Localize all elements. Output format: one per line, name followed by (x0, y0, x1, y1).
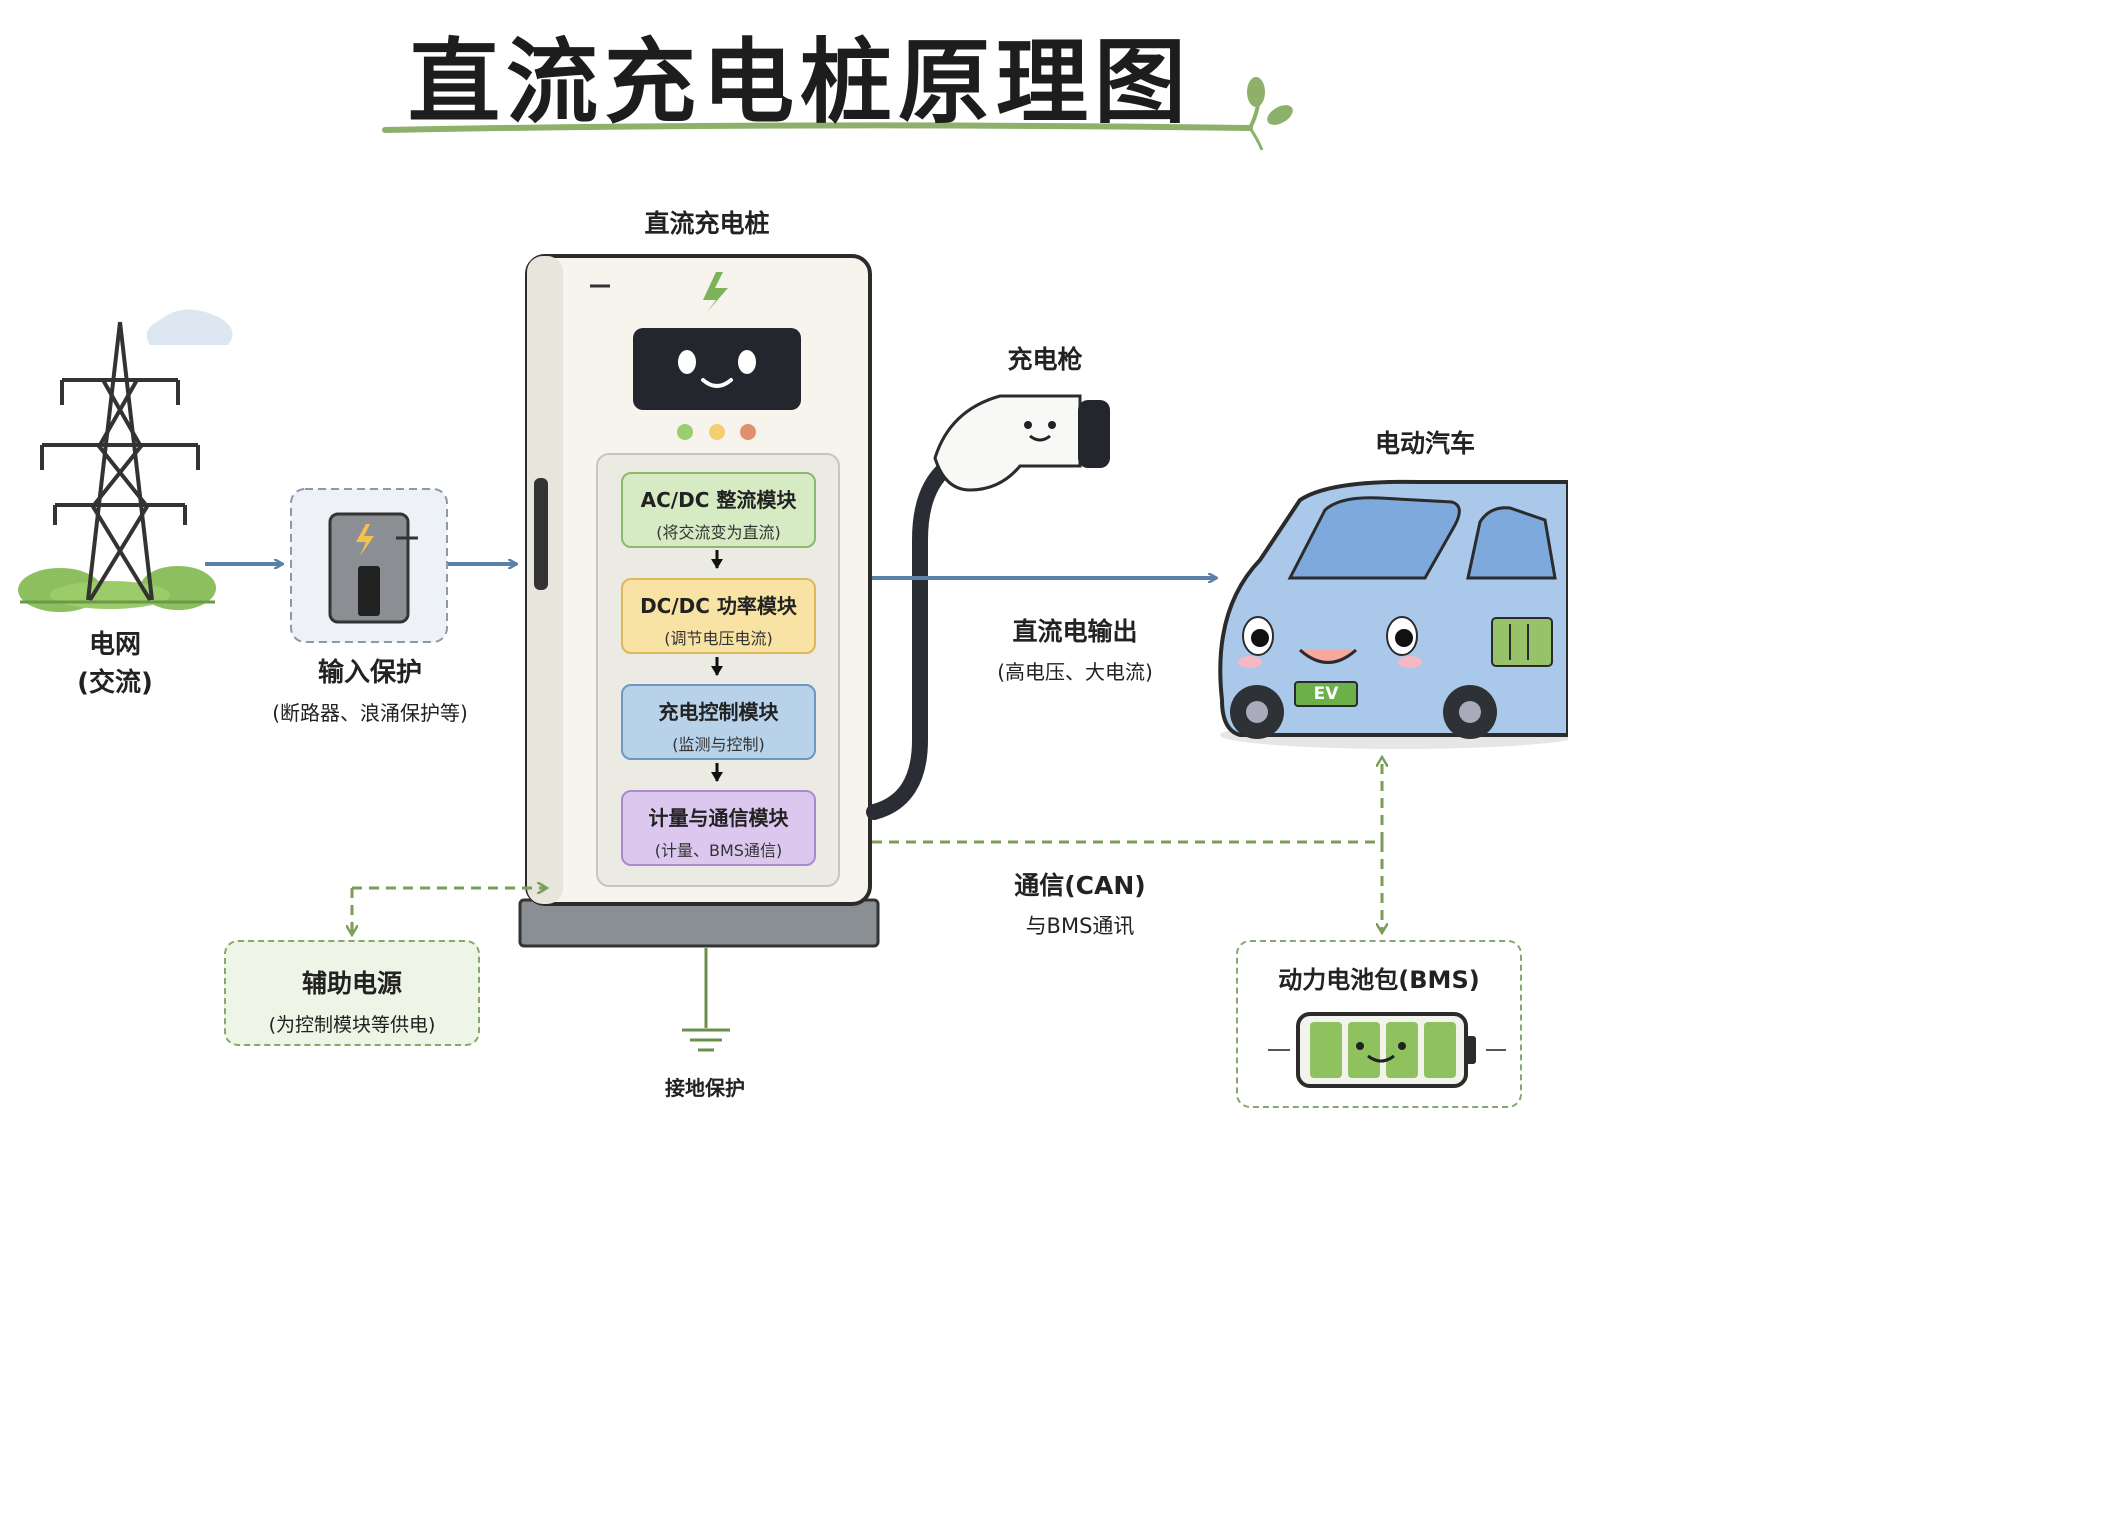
module-dc-dc: DC/DC 功率模块 (调节电压电流) (621, 578, 816, 654)
module-sub: (调节电压电流) (664, 629, 773, 648)
module-sub: (计量、BMS通信) (654, 841, 783, 860)
diagram-canvas: 直流充电桩原理图 直流充电桩 AC/DC 整流模块 (将交流变为直流) DC/D… (18, 29, 1568, 1108)
module-ac-dc: AC/DC 整流模块 (将交流变为直流) (621, 472, 816, 548)
ground-label: 接地保护 (665, 1076, 745, 1100)
charging-cable (866, 460, 954, 820)
title-vine-decoration (382, 77, 1293, 151)
circuit-breaker-icon (290, 488, 448, 643)
module-charge-control: 充电控制模块 (监测与控制) (621, 684, 816, 760)
input-protection-title: 输入保护 (317, 658, 422, 688)
aux-power-box: 辅助电源 (为控制模块等供电) (224, 940, 480, 1046)
module-sub: (将交流变为直流) (656, 523, 781, 542)
battery-pack-icon (1268, 1012, 1506, 1088)
communication-title: 通信(CAN) (1014, 871, 1146, 900)
module-sub: (监测与控制) (672, 735, 765, 754)
can-communication-link (872, 758, 1382, 932)
module-name: DC/DC 功率模块 (640, 594, 797, 618)
grid-label-line2: (交流) (77, 668, 153, 698)
dc-output-sub: (高电压、大电流) (997, 660, 1153, 684)
aux-power-sub: (为控制模块等供电) (268, 1014, 436, 1036)
charging-gun-icon (933, 394, 1110, 492)
screen-face-icon (633, 328, 801, 410)
dc-output-title: 直流电输出 (1012, 617, 1138, 646)
status-lights (677, 424, 756, 440)
ev-plate-text: EV (1313, 684, 1339, 704)
input-protection-sub: (断路器、浪涌保护等) (272, 701, 468, 725)
page-title: 直流充电桩原理图 (407, 29, 1192, 136)
module-metering-comm: 计量与通信模块 (计量、BMS通信) (621, 790, 816, 866)
aux-power-title: 辅助电源 (301, 969, 402, 998)
electric-car-label: 电动汽车 (1374, 429, 1475, 458)
power-tower-icon (18, 309, 233, 612)
communication-label: 通信(CAN) 与BMS通讯 (975, 866, 1185, 940)
battery-box: 动力电池包(BMS) (1236, 940, 1522, 1108)
dc-output-label: 直流电输出 (高电压、大电流) (960, 612, 1190, 685)
module-name: 充电控制模块 (658, 700, 779, 724)
electric-car-icon (1218, 479, 1568, 749)
aux-power-link (352, 888, 546, 934)
charging-pile-label: 直流充电桩 (644, 209, 770, 238)
battery-label: 动力电池包(BMS) (1278, 966, 1480, 994)
communication-sub: 与BMS通讯 (1025, 914, 1135, 938)
grid-label-line1: 电网 (88, 630, 141, 660)
input-protection-label: 输入保护 (断路器、浪涌保护等) (240, 652, 500, 726)
module-name: AC/DC 整流模块 (640, 488, 797, 512)
module-name: 计量与通信模块 (648, 806, 789, 830)
ground-symbol-icon (682, 948, 730, 1052)
charging-gun-label: 充电枪 (1007, 345, 1083, 374)
lightning-icon (703, 272, 728, 312)
grid-label: 电网 (交流) (40, 626, 190, 702)
